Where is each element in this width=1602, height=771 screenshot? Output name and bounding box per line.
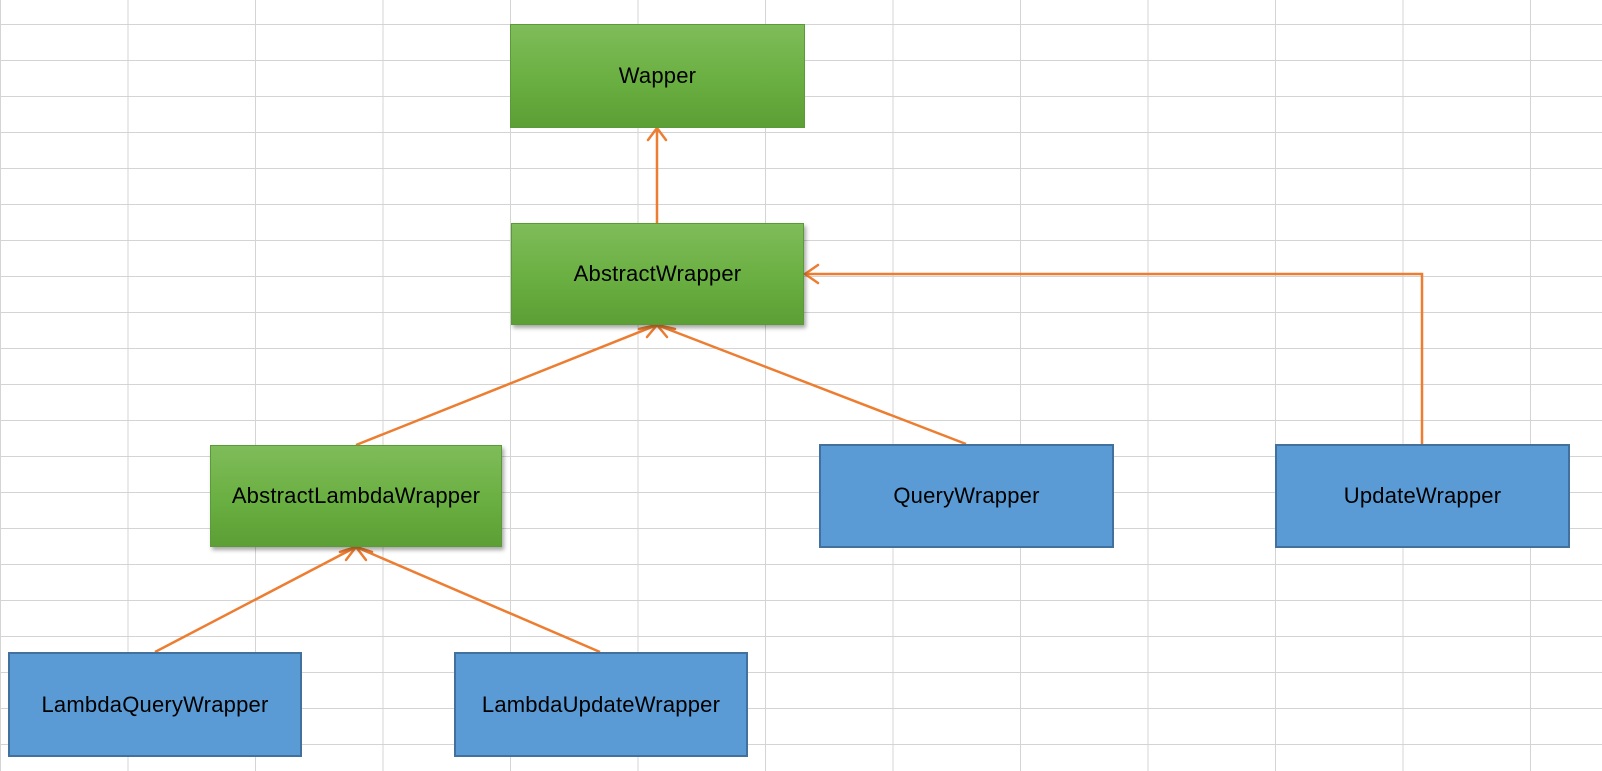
node-abstract-wrapper[interactable]: AbstractWrapper xyxy=(511,223,804,325)
edge-lambda-query-wrapper-to-abstract-lambda-wrapper xyxy=(154,545,357,654)
node-update-wrapper[interactable]: UpdateWrapper xyxy=(1275,444,1570,548)
node-lambda-query-wrapper[interactable]: LambdaQueryWrapper xyxy=(8,652,302,757)
node-abstract-lambda-wrapper-label: AbstractLambdaWrapper xyxy=(231,483,481,508)
edge-abstract-lambda-wrapper-to-abstract-wrapper xyxy=(355,323,658,447)
node-lambda-query-wrapper-label: LambdaQueryWrapper xyxy=(41,691,269,717)
edge-abstract-wrapper-to-wapper xyxy=(646,126,668,223)
arrowhead-abstract-wrapper-bottom xyxy=(637,323,677,339)
node-abstract-lambda-wrapper[interactable]: AbstractLambdaWrapper xyxy=(210,445,502,547)
node-wapper[interactable]: Wapper xyxy=(510,24,805,128)
node-lambda-update-wrapper-label: LambdaUpdateWrapper xyxy=(481,691,721,717)
node-lambda-update-wrapper[interactable]: LambdaUpdateWrapper xyxy=(454,652,748,757)
edge-query-wrapper-to-abstract-wrapper xyxy=(656,323,967,446)
node-abstract-wrapper-label: AbstractWrapper xyxy=(573,261,742,286)
node-wapper-label: Wapper xyxy=(618,63,697,88)
node-query-wrapper[interactable]: QueryWrapper xyxy=(819,444,1114,548)
node-query-wrapper-label: QueryWrapper xyxy=(893,483,1040,508)
edge-lambda-update-wrapper-to-abstract-lambda-wrapper xyxy=(355,545,601,654)
arrowhead-abstract-lambda-wrapper-bottom xyxy=(338,545,374,562)
node-update-wrapper-label: UpdateWrapper xyxy=(1343,483,1502,508)
edge-update-wrapper-to-abstract-wrapper xyxy=(803,263,1424,444)
